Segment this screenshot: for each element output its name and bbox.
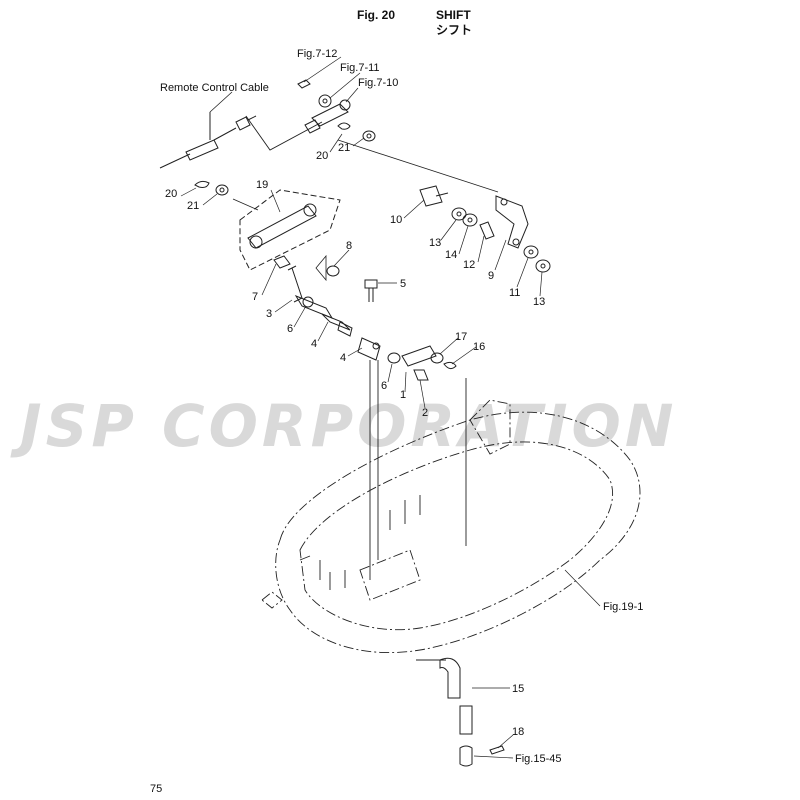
lower-cowling: [261, 399, 641, 654]
part-13-left: 13: [429, 237, 441, 249]
shift-lever-9: [419, 185, 551, 273]
part-8: 8: [346, 240, 352, 252]
ref-fig7-12: Fig.7-12: [297, 48, 337, 60]
part-5: 5: [400, 278, 406, 290]
part-4-lower: 4: [340, 352, 346, 364]
part-13-right: 13: [533, 296, 545, 308]
part-3: 3: [266, 308, 272, 320]
shift-arm-assembly: [357, 337, 457, 381]
ref-fig19-1: Fig.19-1: [603, 601, 643, 613]
part-16: 16: [473, 341, 485, 353]
part-17: 17: [455, 331, 467, 343]
part-21-top: 21: [338, 142, 350, 154]
page-number: 75: [150, 783, 163, 795]
part-2: 2: [422, 407, 428, 419]
part-9: 9: [488, 270, 494, 282]
hose-15: [439, 657, 505, 767]
part-6-lower: 6: [381, 380, 387, 392]
part-6-upper: 6: [287, 323, 293, 335]
figure-number: Fig. 20: [357, 8, 396, 22]
leader-lines: [180, 56, 601, 759]
figure-title-japanese: シフト: [436, 23, 473, 37]
part-18: 18: [512, 726, 524, 738]
part-20-top: 20: [316, 150, 328, 162]
remote-control-cable-label: Remote Control Cable: [160, 82, 269, 94]
part-19: 19: [256, 179, 268, 191]
part-7: 7: [252, 291, 258, 303]
ref-fig7-10: Fig.7-10: [358, 77, 398, 89]
part-11: 11: [509, 287, 520, 299]
part-10: 10: [390, 214, 402, 226]
part-1: 1: [400, 389, 406, 401]
part-21-left: 21: [187, 200, 199, 212]
fig7-ref-parts: [297, 79, 351, 134]
part-15: 15: [512, 683, 524, 695]
part-12: 12: [463, 259, 475, 271]
part-20-left: 20: [165, 188, 177, 200]
part-4-upper: 4: [311, 338, 317, 350]
remote-control-cable-part: [159, 112, 257, 169]
shift-rod-assembly: [273, 255, 378, 337]
ref-fig7-11: Fig.7-11: [340, 62, 380, 74]
figure-title: SHIFT: [436, 8, 471, 22]
part-14: 14: [445, 249, 457, 261]
link-rod-19: [239, 189, 341, 271]
ref-fig15-45: Fig.15-45: [515, 753, 561, 765]
